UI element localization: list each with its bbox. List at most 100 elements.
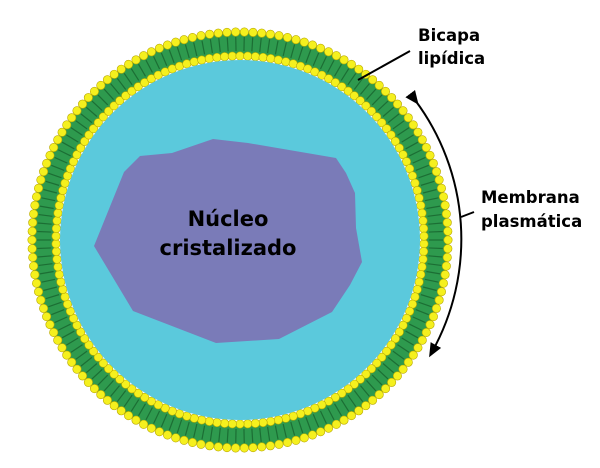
bilayer-label-line2: lipídica xyxy=(418,49,485,68)
lipid-tail xyxy=(176,419,183,434)
lipid-tail xyxy=(91,368,103,380)
lipid-head-inner xyxy=(197,415,207,425)
lipid-head-outer xyxy=(331,51,341,61)
lipid-tail xyxy=(201,40,206,55)
lipid-head-outer xyxy=(89,86,99,96)
lipid-head-inner xyxy=(127,86,137,96)
lipid-head-outer xyxy=(354,406,364,416)
lipid-head-outer xyxy=(316,427,326,437)
lipid-head-outer xyxy=(72,106,82,116)
lipid-head-outer xyxy=(27,244,37,254)
lipid-head-inner xyxy=(53,208,63,218)
lipid-head-outer xyxy=(139,419,149,429)
lipid-head-inner xyxy=(56,193,66,203)
lipid-head-outer xyxy=(39,303,49,313)
lipid-head-inner xyxy=(419,239,429,249)
lipid-tail xyxy=(319,56,327,70)
lipid-head-outer xyxy=(62,120,72,130)
lipid-tail xyxy=(209,426,213,441)
lipid-head-inner xyxy=(133,388,143,398)
lipid-head-inner xyxy=(418,216,428,226)
lipid-tail xyxy=(43,188,58,194)
lipid-head-inner xyxy=(127,384,137,394)
lipid-head-inner xyxy=(372,358,382,368)
lipid-head-inner xyxy=(372,112,382,122)
lipid-head-inner xyxy=(93,118,103,128)
lipid-head-outer xyxy=(428,158,438,168)
lipid-head-inner xyxy=(419,231,429,241)
lipid-tail xyxy=(123,72,133,86)
lipid-head-outer xyxy=(29,261,39,271)
lipid-head-outer xyxy=(316,43,326,53)
lipid-tail xyxy=(41,278,56,283)
lipid-head-outer xyxy=(162,430,172,440)
lipid-head-inner xyxy=(330,78,340,88)
lipid-tail xyxy=(274,40,279,55)
lipid-tail xyxy=(51,309,65,316)
lipid-head-outer xyxy=(346,411,356,421)
lipid-tail xyxy=(267,39,271,54)
lipid-head-outer xyxy=(403,113,413,123)
lipid-tail xyxy=(290,44,296,59)
lipid-head-outer xyxy=(96,390,106,400)
lipid-tail xyxy=(259,427,262,442)
lipid-head-outer xyxy=(124,59,134,69)
lipid-head-outer xyxy=(32,192,42,202)
lipid-tail xyxy=(184,421,190,436)
lipid-head-outer xyxy=(392,371,402,381)
lipid-tail xyxy=(184,44,190,59)
lipid-head-inner xyxy=(88,124,98,134)
lipid-head-outer xyxy=(188,32,198,42)
lipid-tail xyxy=(360,83,370,95)
lipid-head-inner xyxy=(104,364,114,374)
lipid-head-inner xyxy=(54,201,64,211)
lipid-head-inner xyxy=(109,369,119,379)
lipid-tail xyxy=(80,113,93,124)
lipid-head-outer xyxy=(196,439,206,449)
lipid-head-outer xyxy=(34,287,44,297)
lipid-head-outer xyxy=(42,312,52,322)
membrane-pointer-line xyxy=(460,211,475,218)
lipid-head-outer xyxy=(438,278,448,288)
lipid-tail xyxy=(353,77,364,90)
lipid-head-inner xyxy=(419,223,429,233)
lipid-tail xyxy=(153,410,161,424)
lipid-head-outer xyxy=(146,423,156,433)
lipid-head-outer xyxy=(83,93,93,103)
lipid-tail xyxy=(267,426,271,441)
lipid-head-outer xyxy=(387,377,397,387)
lipid-tail xyxy=(153,56,161,70)
lipid-tail xyxy=(57,323,71,331)
lipid-head-outer xyxy=(248,27,258,37)
lipid-head-inner xyxy=(330,392,340,402)
lipid-head-outer xyxy=(440,200,450,210)
lipid-head-inner xyxy=(51,231,61,241)
lipid-head-outer xyxy=(308,40,318,50)
lipid-tail xyxy=(37,230,52,233)
lipid-tail xyxy=(333,63,343,77)
lipid-head-outer xyxy=(443,226,453,236)
lipid-head-outer xyxy=(27,226,37,236)
lipid-head-outer xyxy=(116,406,126,416)
lipid-head-inner xyxy=(146,396,156,406)
lipid-head-inner xyxy=(58,284,68,294)
membrane-label-line2: plasmática xyxy=(481,212,582,231)
lipid-head-inner xyxy=(235,51,245,61)
lipid-head-outer xyxy=(30,270,40,280)
lipid-head-outer xyxy=(387,93,397,103)
lipid-head-outer xyxy=(27,235,37,245)
lipid-head-inner xyxy=(140,78,150,88)
lipid-tail xyxy=(61,330,75,339)
lipid-head-inner xyxy=(343,384,353,394)
lipid-head-outer xyxy=(222,27,232,37)
lipid-tail xyxy=(38,213,53,217)
lipid-head-inner xyxy=(54,269,64,279)
lipid-head-outer xyxy=(441,209,451,219)
lipid-head-inner xyxy=(235,419,245,429)
lipid-tail xyxy=(116,390,127,403)
lipid-head-outer xyxy=(131,415,141,425)
lipid-tail xyxy=(54,316,68,324)
lipid-tail xyxy=(226,428,229,443)
lipid-head-inner xyxy=(266,54,276,64)
lipid-tail xyxy=(123,394,133,408)
